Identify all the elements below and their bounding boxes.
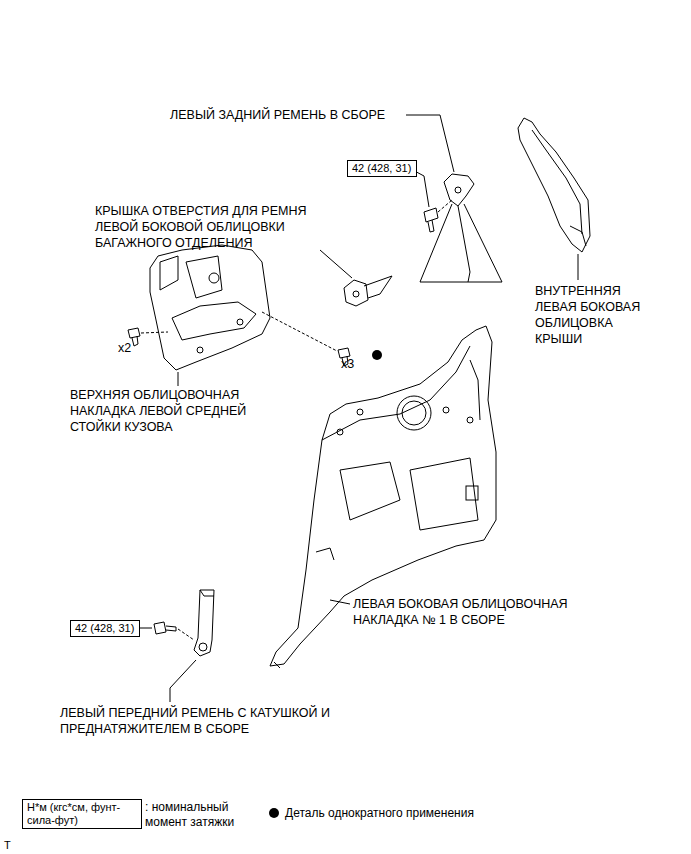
leader-line <box>320 250 352 278</box>
clip <box>128 328 350 366</box>
node-text: Н*м (кгс*см, фунт-сила-фут) <box>27 801 137 827</box>
assembly-line <box>438 200 452 212</box>
part-label: ВНУТРЕННЯЯ ЛЕВАЯ БОКОВАЯ ОБЛИЦОВКА КРЫШИ <box>535 283 660 347</box>
part-label: x2 <box>118 340 131 356</box>
part-label: КРЫШКА ОТВЕРСТИЯ ДЛЯ РЕМНЯ ЛЕВОЙ БОКОВОЙ… <box>95 203 325 251</box>
pillar-garnish <box>150 245 270 370</box>
part-label: ЛЕВАЯ БОКОВАЯ ОБЛИЦОВОЧНАЯ НАКЛАДКА № 1 … <box>353 596 608 628</box>
leader-line <box>178 372 179 386</box>
leader-line <box>138 628 152 629</box>
legend-item: Деталь однократного применения <box>268 806 474 820</box>
rear-belt <box>420 174 502 282</box>
leader-line <box>330 600 350 604</box>
legend-text: Деталь однократного применения <box>285 806 474 820</box>
part-label: : номинальный момент затяжки <box>145 800 265 830</box>
bolt <box>154 622 176 634</box>
node-text: 42 (428, 31) <box>75 622 135 635</box>
legend-box: Н*м (кгс*см, фунт-сила-фут) <box>22 799 142 829</box>
assembly-line <box>178 629 194 640</box>
part-label: ЛЕВЫЙ ПЕРЕДНИЙ РЕМЕНЬ С КАТУШКОЙ И ПРЕДН… <box>60 705 370 737</box>
single-use-mark <box>372 350 382 360</box>
leader-line <box>578 254 579 280</box>
torque-box: 42 (428, 31) <box>70 620 140 637</box>
legend-dot <box>268 807 280 819</box>
node-text: 42 (428, 31) <box>352 162 412 175</box>
belt-hole-cover <box>344 276 392 306</box>
front-belt <box>194 590 214 656</box>
torque-box: 42 (428, 31) <box>347 160 417 177</box>
part-label: x3 <box>341 356 354 372</box>
assembly-line <box>141 332 168 333</box>
bolt <box>424 208 438 232</box>
part-label: ВЕРХНЯЯ ОБЛИЦОВОЧНАЯ НАКЛАДКА ЛЕВОЙ СРЕД… <box>70 387 295 435</box>
roof-side-trim <box>518 118 590 252</box>
part-label: ЛЕВЫЙ ЗАДНИЙ РЕМЕНЬ В СБОРЕ <box>170 107 410 123</box>
leader-line <box>170 660 196 702</box>
part-label: T <box>4 838 11 853</box>
assembly-line <box>262 312 337 351</box>
